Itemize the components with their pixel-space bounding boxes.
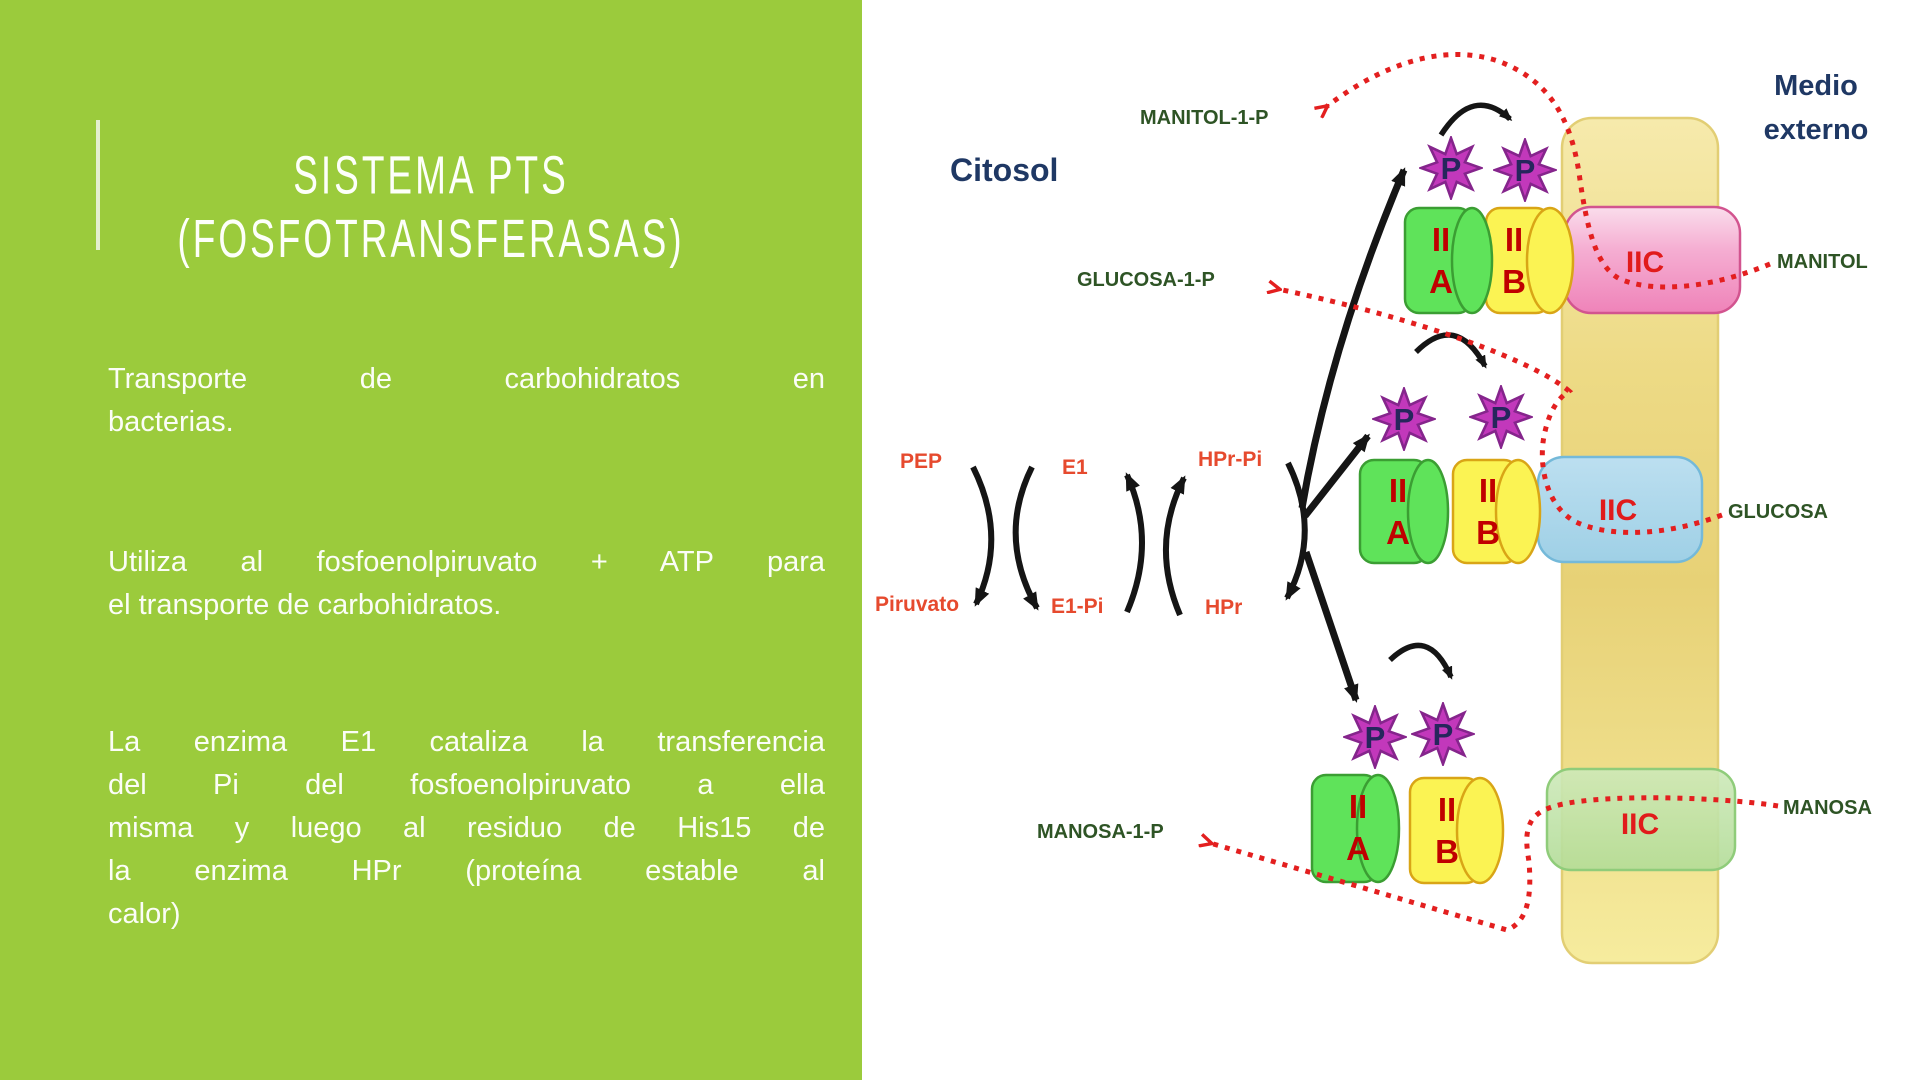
iia-manosa-label: II A [1346, 788, 1370, 867]
arrow-p-transfer-glucosa [1414, 332, 1488, 369]
paragraph-line: el transporte de carbohidratos. [108, 589, 502, 621]
iic-glucosa-label: IIC [1598, 494, 1638, 527]
pep-label: PEP [900, 450, 943, 473]
slide-title-line1: SISTEMA PTS [293, 145, 569, 205]
paragraph-transporte: Transporte de carbohidratos en bacterias… [108, 358, 825, 444]
arrow-e1-e1pi [1012, 465, 1040, 611]
iia-manosa-cap [1355, 773, 1401, 884]
iia-glucosa-cap [1406, 458, 1450, 565]
paragraph-line: La enzima E1 cataliza la transferencia [108, 726, 825, 758]
arrow-to-glucosa-iia [1302, 433, 1371, 519]
transporter-glucosa [1358, 455, 1704, 565]
slide-title: SISTEMA PTS (FOSFOTRANSFERASAS) [0, 144, 862, 272]
arrow-hpr-hprpi [1162, 475, 1187, 617]
hpr-pi-label: HPr-Pi [1198, 448, 1263, 471]
iic-manosa-box [1545, 767, 1737, 872]
paragraph-line: bacterias. [108, 406, 234, 438]
paragraph-line: del Pi del fosfoenolpiruvato a ella [108, 769, 825, 801]
e1-label: E1 [1062, 456, 1088, 479]
route-manosa-to-manosa1p [1210, 795, 1779, 933]
arrow-hprpi-hpr [1284, 461, 1308, 601]
slide-left-panel: SISTEMA PTS (FOSFOTRANSFERASAS) Transpor… [0, 0, 862, 1080]
phosphate-label: P [1365, 720, 1386, 755]
manosa-1-p-label: MANOSA-1-P [1037, 821, 1164, 843]
manitol-1-p-label: MANITOL-1-P [1140, 107, 1269, 129]
iic-manosa-label: IIC [1620, 808, 1660, 841]
e1-pi-label: E1-Pi [1051, 595, 1104, 618]
iib-manitol-cap [1525, 206, 1575, 315]
phosphate-label: P [1433, 717, 1454, 752]
route-glucosa-to-glucosa1p [1278, 289, 1723, 535]
title-accent-line [96, 120, 100, 250]
paragraph-line: calor) [108, 898, 181, 930]
arrow-to-manosa-iia [1302, 550, 1360, 703]
phosphate-label: P [1394, 402, 1415, 437]
iia-manitol-cap [1450, 206, 1494, 315]
arrow-pep-piruvato [970, 465, 995, 607]
transporter-manosa [1310, 767, 1737, 885]
sugar-routes [1210, 51, 1779, 933]
iib-manosa-cap [1455, 776, 1505, 885]
paragraph-utiliza: Utiliza al fosfoenolpiruvato + ATP para … [108, 541, 825, 627]
cytosol-label: Citosol [950, 152, 1059, 188]
phosphate-label: P [1515, 153, 1536, 188]
phosphate-label: P [1491, 400, 1512, 435]
iib-glucosa-cap [1494, 458, 1542, 565]
phosphate-stars: P P P P P P [1345, 138, 1555, 767]
arrow-p-transfer-manitol [1438, 102, 1513, 137]
phosphate-label: P [1441, 151, 1462, 186]
manosa-label: MANOSA [1783, 797, 1872, 819]
iib-manosa-label: II B [1435, 791, 1459, 870]
paragraph-line: la enzima HPr (proteína estable al [108, 855, 825, 887]
reaction-arrows [970, 102, 1513, 703]
paragraph-enzima: La enzima E1 cataliza la transferencia d… [108, 721, 825, 936]
hpr-label: HPr [1205, 596, 1243, 619]
iia-glucosa-label: II A [1386, 472, 1410, 551]
transporter-manitol [1403, 205, 1742, 315]
arrow-to-manitol-iia [1298, 167, 1408, 509]
iic-manitol-label: IIC [1625, 246, 1665, 279]
iib-glucosa-label: II B [1476, 472, 1500, 551]
arrow-e1pi-e1 [1124, 472, 1145, 614]
slide-title-line2: (FOSFOTRANSFERASAS) [177, 209, 685, 269]
iia-manitol-label: II A [1429, 221, 1453, 300]
glucosa-1-p-label: GLUCOSA-1-P [1077, 269, 1215, 291]
paragraph-line: Transporte de carbohidratos en [108, 363, 825, 395]
arrow-p-transfer-manosa [1388, 642, 1454, 680]
external-medium-label: Medio externo [1763, 70, 1869, 146]
manitol-label: MANITOL [1777, 251, 1868, 273]
iib-manitol-label: II B [1502, 221, 1526, 300]
piruvato-label: Piruvato [875, 593, 960, 616]
glucosa-label: GLUCOSA [1728, 501, 1828, 523]
paragraph-line: misma y luego al residuo de His15 de [108, 812, 825, 844]
paragraph-line: Utiliza al fosfoenolpiruvato + ATP para [108, 546, 825, 578]
